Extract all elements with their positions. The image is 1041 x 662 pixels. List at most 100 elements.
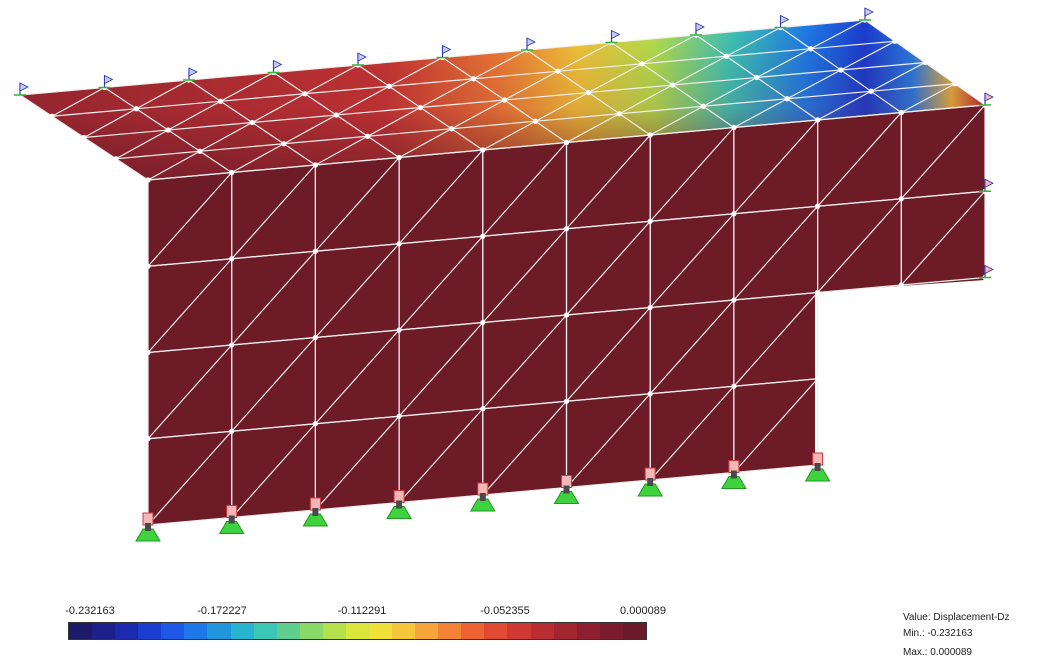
mesh-node[interactable]	[731, 297, 737, 303]
mesh-node[interactable]	[952, 81, 958, 87]
mesh-node[interactable]	[815, 376, 821, 382]
mesh-node[interactable]	[784, 96, 790, 102]
mesh-node[interactable]	[133, 106, 139, 112]
mesh-node[interactable]	[396, 241, 402, 247]
mesh-node[interactable]	[563, 312, 570, 318]
mesh-node[interactable]	[145, 436, 151, 442]
fixed-support-icon[interactable]	[218, 505, 245, 534]
mesh-node[interactable]	[586, 89, 592, 96]
mesh-node[interactable]	[898, 282, 904, 288]
boundary-flag-icon[interactable]	[183, 67, 198, 81]
mesh-node[interactable]	[754, 74, 760, 81]
fixed-support-icon[interactable]	[469, 482, 496, 512]
mesh-node[interactable]	[49, 113, 55, 119]
boundary-flag-icon[interactable]	[979, 264, 994, 279]
mesh-node[interactable]	[470, 76, 477, 82]
mesh-node[interactable]	[165, 127, 171, 133]
mesh-node[interactable]	[449, 126, 455, 132]
mesh-node[interactable]	[312, 421, 318, 427]
mesh-node[interactable]	[312, 334, 318, 341]
mesh-node[interactable]	[670, 82, 676, 88]
mesh-node[interactable]	[898, 109, 904, 116]
mesh-node[interactable]	[731, 211, 737, 217]
mesh-node[interactable]	[229, 342, 235, 348]
mesh-node[interactable]	[396, 327, 402, 333]
mesh-node[interactable]	[898, 196, 904, 202]
fixed-support-icon[interactable]	[135, 512, 161, 542]
mesh-node[interactable]	[396, 413, 402, 419]
mesh-node[interactable]	[838, 67, 844, 73]
mesh-node[interactable]	[312, 248, 318, 254]
fixed-support-icon[interactable]	[804, 452, 831, 482]
mesh-node[interactable]	[700, 103, 706, 109]
boundary-flag-icon[interactable]	[352, 52, 367, 66]
model-viewport[interactable]	[0, 0, 1041, 590]
fixed-support-icon[interactable]	[721, 460, 747, 489]
mesh-node[interactable]	[480, 319, 486, 326]
boundary-flag-icon[interactable]	[98, 74, 114, 89]
mesh-node[interactable]	[249, 119, 255, 126]
mesh-node[interactable]	[815, 203, 821, 209]
fixed-support-icon[interactable]	[302, 497, 329, 527]
mesh-node[interactable]	[563, 226, 570, 232]
mesh-node[interactable]	[563, 398, 570, 404]
boundary-flag-icon[interactable]	[859, 7, 874, 21]
mesh-node[interactable]	[647, 132, 653, 138]
mesh-node[interactable]	[723, 53, 730, 59]
mesh-node[interactable]	[396, 154, 402, 161]
boundary-flag-icon[interactable]	[774, 14, 790, 29]
mesh-node[interactable]	[386, 83, 392, 89]
boundary-flag-icon[interactable]	[14, 82, 29, 96]
wall-diagonal	[482, 142, 567, 237]
mesh-node[interactable]	[81, 134, 87, 141]
mesh-node[interactable]	[218, 98, 224, 104]
mesh-node[interactable]	[145, 263, 151, 269]
fixed-support-icon[interactable]	[386, 490, 412, 519]
mesh-node[interactable]	[229, 169, 235, 176]
mesh-node[interactable]	[480, 406, 486, 412]
mesh-node[interactable]	[113, 156, 119, 162]
slab-diagonal	[649, 105, 704, 136]
mesh-node[interactable]	[229, 428, 235, 434]
boundary-flag-icon[interactable]	[690, 22, 705, 36]
mesh-node[interactable]	[563, 139, 570, 146]
boundary-flag-icon[interactable]	[267, 59, 283, 74]
boundary-flag-icon[interactable]	[436, 44, 452, 59]
mesh-node[interactable]	[480, 147, 486, 153]
mesh-node[interactable]	[868, 88, 874, 94]
mesh-node[interactable]	[145, 349, 151, 356]
mesh-node[interactable]	[922, 59, 928, 66]
mesh-node[interactable]	[302, 91, 308, 97]
fixed-support-icon[interactable]	[553, 475, 580, 504]
mesh-node[interactable]	[312, 162, 318, 168]
mesh-node[interactable]	[731, 124, 737, 131]
mesh-node[interactable]	[555, 68, 561, 74]
mesh-node[interactable]	[808, 46, 814, 52]
mesh-node[interactable]	[616, 111, 623, 117]
mesh-node[interactable]	[647, 304, 653, 311]
mesh-node[interactable]	[647, 218, 653, 224]
boundary-flag-icon[interactable]	[605, 29, 621, 44]
fixed-support-icon[interactable]	[637, 467, 664, 497]
mesh-node[interactable]	[229, 256, 235, 262]
mesh-node[interactable]	[892, 38, 898, 44]
mesh-node[interactable]	[815, 117, 821, 123]
mesh-node[interactable]	[281, 141, 287, 147]
mesh-node[interactable]	[815, 289, 821, 296]
boundary-flag-icon[interactable]	[979, 92, 994, 106]
mesh-node[interactable]	[197, 148, 203, 154]
boundary-flag-icon[interactable]	[521, 37, 536, 51]
slab-diagonal	[619, 84, 673, 115]
mesh-node[interactable]	[501, 97, 508, 103]
mesh-node[interactable]	[145, 177, 151, 183]
wall-diagonal	[231, 423, 316, 518]
mesh-node[interactable]	[731, 383, 737, 389]
mesh-node[interactable]	[532, 118, 539, 124]
mesh-node[interactable]	[333, 112, 339, 118]
mesh-node[interactable]	[480, 233, 486, 239]
mesh-node[interactable]	[417, 104, 423, 111]
boundary-flag-icon[interactable]	[979, 178, 994, 192]
mesh-node[interactable]	[365, 133, 371, 139]
mesh-node[interactable]	[639, 61, 645, 67]
mesh-node[interactable]	[647, 391, 653, 397]
